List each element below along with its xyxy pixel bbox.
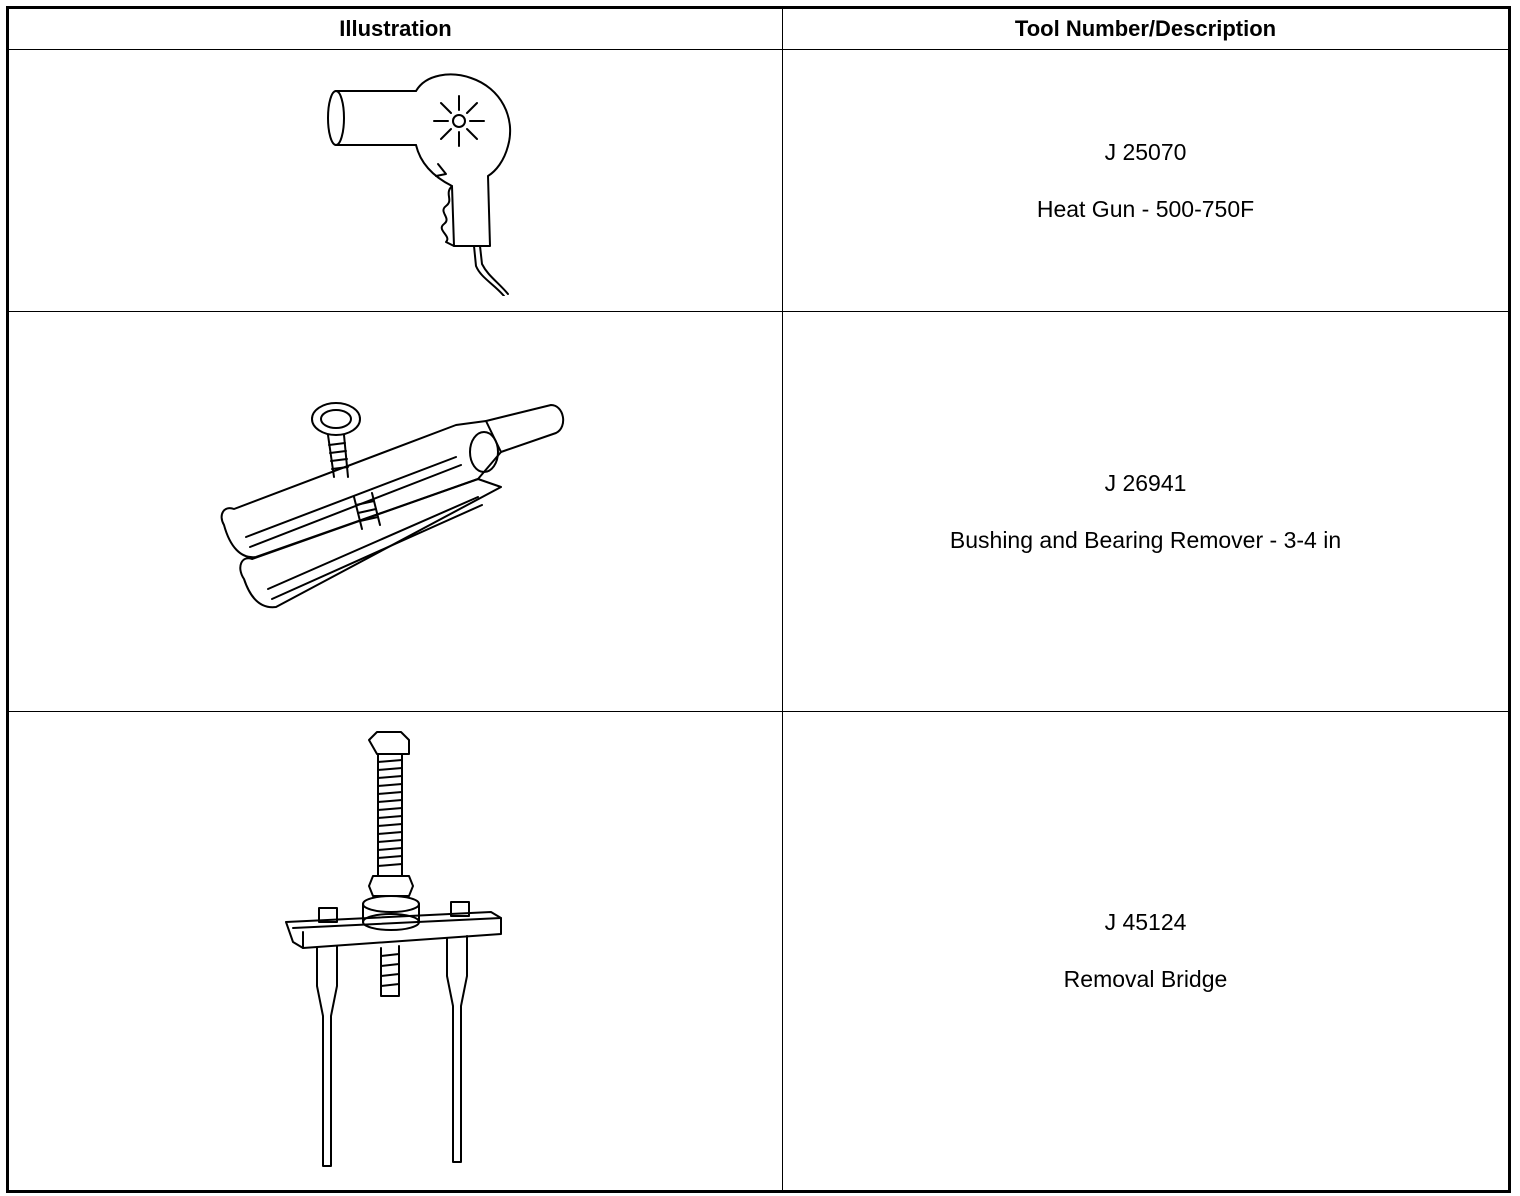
table-row: J 45124 Removal Bridge: [7, 711, 1510, 1192]
tool-description: Heat Gun - 500-750F: [1036, 195, 1255, 222]
table-row: J 26941 Bushing and Bearing Remover - 3-…: [7, 311, 1510, 712]
tool-description: Bushing and Bearing Remover - 3-4 in: [949, 526, 1342, 553]
tool-number: J 26941: [1104, 469, 1187, 496]
heat-gun-icon: [326, 72, 511, 296]
illustration-cell: [7, 311, 783, 712]
description-cell: J 25070 Heat Gun - 500-750F: [782, 49, 1510, 312]
special-tools-table: Illustration Tool Number/Description: [6, 6, 1511, 1193]
header-illustration: Illustration: [7, 7, 783, 50]
tool-number: J 45124: [1104, 909, 1187, 935]
table-row: J 25070 Heat Gun - 500-750F: [7, 49, 1510, 312]
header-tool-number-description: Tool Number/Description: [782, 7, 1510, 50]
header-row: Illustration Tool Number/Description: [7, 7, 1510, 50]
description-cell: J 26941 Bushing and Bearing Remover - 3-…: [782, 311, 1510, 712]
bushing-bearing-remover-icon: [220, 401, 564, 608]
tool-description: Removal Bridge: [1063, 966, 1228, 992]
illustration-cell: [7, 711, 783, 1192]
tool-number: J 25070: [1104, 138, 1187, 165]
illustration-cell: [7, 49, 783, 312]
removal-bridge-icon: [284, 731, 502, 1167]
description-cell: J 45124 Removal Bridge: [782, 711, 1510, 1192]
